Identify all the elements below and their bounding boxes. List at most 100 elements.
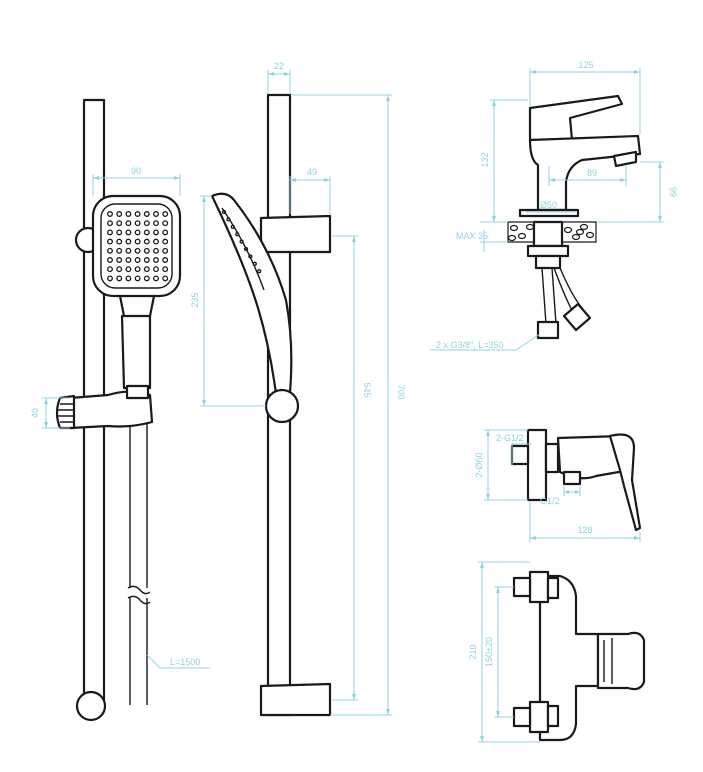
nozzle [125, 229, 132, 236]
hose-nut-right [562, 302, 592, 332]
nozzle [107, 266, 113, 273]
side-shower-head [210, 192, 293, 396]
dim-rosette-diameter: 2-Ø60 [474, 452, 484, 477]
nozzle [162, 220, 169, 227]
nozzle [107, 238, 113, 245]
dim-outlet-thread: G1/2 [540, 496, 560, 506]
side-nozzle [230, 224, 235, 229]
wall-mixer-rings [603, 638, 613, 684]
nozzle [162, 257, 169, 263]
nozzle [153, 257, 159, 263]
deck-stone [571, 233, 581, 241]
dimension-arrows [44, 70, 662, 742]
dim-shower-width: 128 [577, 525, 592, 535]
shower-rosette [526, 428, 548, 502]
nozzle [153, 238, 159, 245]
nozzle [107, 257, 113, 263]
dim-head-length: 235 [190, 292, 200, 307]
nozzle [116, 238, 123, 245]
nozzle [134, 247, 141, 254]
shower-collar [544, 442, 560, 474]
slider-knob-grip [58, 403, 74, 423]
basin-base-ring [518, 208, 580, 218]
nozzle [162, 247, 169, 254]
dim-base-diameter: Ø50 [540, 200, 557, 210]
nozzle [153, 247, 159, 254]
wall-mixer-inlet-bottom [512, 706, 532, 728]
side-nozzle [239, 239, 244, 244]
rail-side-view [210, 93, 332, 717]
nozzle [125, 211, 132, 217]
nozzle [125, 266, 132, 273]
flex-hoses [541, 267, 583, 325]
side-nozzle [257, 269, 262, 274]
dim-hoses: 2 x G3/8", L=350 [436, 340, 504, 350]
nozzle [143, 229, 150, 236]
dim-hose-length: L=1500 [170, 657, 200, 667]
nozzle [116, 211, 123, 217]
deck-stone [575, 228, 585, 236]
wall-mixer-collar-top [546, 576, 560, 600]
nozzle [153, 220, 159, 227]
nozzle [143, 238, 150, 245]
side-nozzle [235, 232, 240, 237]
hose-break-bottom [127, 595, 151, 605]
nozzle [125, 238, 132, 245]
shower-inlet-stub [510, 444, 530, 466]
dim-slider-height: 40 [30, 408, 40, 418]
dim-head-width: 90 [131, 166, 141, 176]
deck-stone [517, 232, 527, 240]
front-rail-bottom-knob [75, 690, 107, 722]
nozzle [134, 220, 141, 227]
side-nozzle [252, 261, 257, 266]
shower-outlet [562, 470, 582, 486]
wall-mixer-inlet-top [512, 576, 532, 598]
dim-deck-thickness: MAX 35 [456, 231, 488, 241]
side-top-bracket [259, 214, 332, 254]
dim-basin-height: 132 [480, 152, 490, 167]
basin-lever [528, 94, 624, 142]
nozzle [107, 211, 113, 217]
nozzle [107, 229, 113, 236]
side-nozzle [248, 254, 253, 259]
side-bottom-bracket [259, 682, 332, 717]
deck-stone [579, 223, 589, 231]
rail-front-view [55, 98, 182, 722]
deck-stone [563, 226, 573, 234]
side-nozzle [243, 246, 249, 252]
head-spray-plate [100, 203, 173, 289]
nozzle [125, 220, 132, 227]
dim-spout-reach: 89 [587, 168, 597, 178]
basin-stud [534, 254, 562, 270]
nozzle [107, 275, 113, 282]
nozzle [143, 211, 150, 217]
nozzle [134, 238, 141, 245]
nozzle [143, 275, 150, 282]
slider-body [68, 390, 154, 430]
wall-mixer-cartridge [596, 631, 646, 691]
basin-aerator [612, 150, 638, 168]
nozzle [116, 257, 123, 263]
side-nozzle [221, 209, 227, 215]
nozzle [116, 275, 123, 282]
wall-mixer-rosette-top [528, 570, 550, 604]
side-nozzle [226, 217, 231, 222]
nozzle [143, 247, 150, 254]
deck-stone [507, 234, 517, 242]
hose-nut-left [536, 320, 560, 340]
nozzle [134, 266, 141, 273]
nozzle [162, 266, 169, 273]
nozzle [153, 211, 159, 217]
nozzle [116, 247, 123, 254]
basin-mixer-view [507, 94, 642, 340]
nozzle [143, 257, 150, 263]
dimension-labels: 90 40 L=1500 22 700 545 49 235 125 132 8… [30, 60, 678, 667]
slider-holder [125, 384, 150, 400]
hose-upper [129, 395, 148, 588]
nozzle [143, 266, 150, 273]
hose-break-top [127, 585, 151, 595]
wall-mixer-collar-bottom [546, 704, 560, 728]
nozzle [134, 257, 141, 263]
wall-mixer-rosette-bottom [528, 700, 550, 734]
nozzle [125, 275, 132, 282]
